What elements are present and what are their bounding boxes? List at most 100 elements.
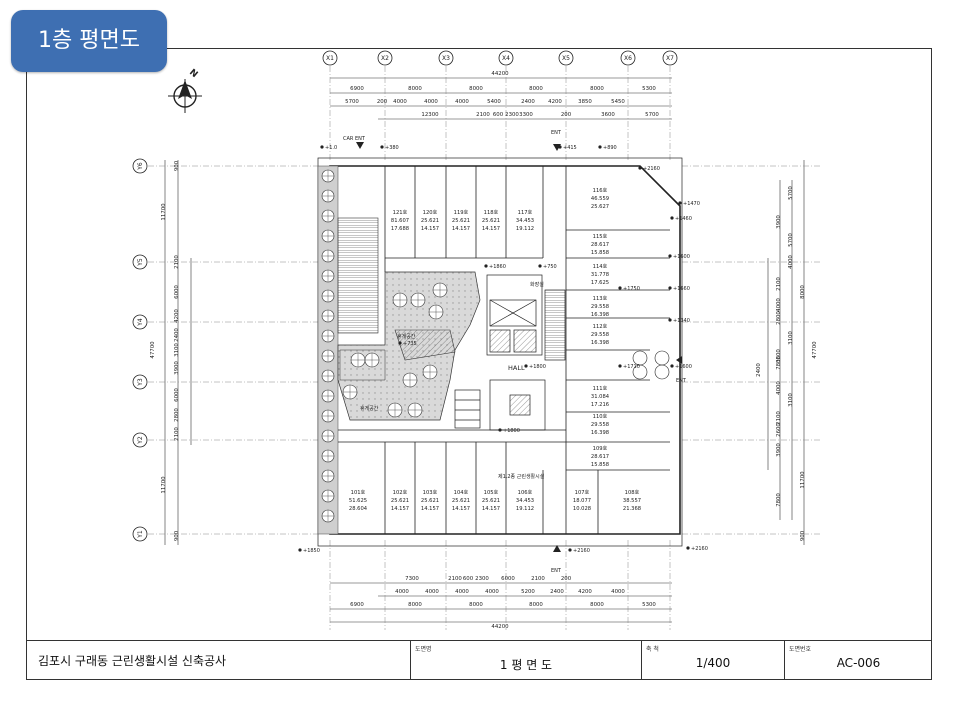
tree-icon: [321, 249, 335, 263]
level-marker: +735: [398, 341, 417, 347]
dim-left: 3100: [174, 343, 180, 357]
level-marker: +750: [538, 264, 557, 270]
svg-text:14.157: 14.157: [452, 506, 470, 512]
tree-icon: [321, 229, 335, 243]
dim-top-row3: 2100: [476, 112, 490, 118]
dim-left: 2400: [174, 328, 180, 342]
tree-icon: [428, 304, 444, 320]
svg-text:29.558: 29.558: [591, 304, 609, 310]
dim-right: 2600: [776, 423, 782, 437]
dim-right: 3600: [776, 349, 782, 363]
svg-text:25.621: 25.621: [421, 218, 439, 224]
dim-top-row3: 12300: [421, 112, 439, 118]
tree-icon: [402, 372, 418, 388]
svg-text:28.617: 28.617: [591, 454, 609, 460]
svg-text:101호: 101호: [351, 489, 366, 496]
dim-bottom-row3: 8000: [590, 602, 604, 608]
svg-text:17.625: 17.625: [591, 280, 609, 286]
dim-right: 2100: [776, 277, 782, 291]
title-block: 김포시 구래동 근린생활시설 신축공사 도면명 1 평 면 도 축 척 1/40…: [26, 640, 932, 680]
tree-icon: [321, 289, 335, 303]
level-marker: +890: [598, 145, 617, 151]
drawing-name: 1 평 면 도: [499, 658, 553, 672]
dim-left: 2100: [174, 427, 180, 441]
level-marker: +415: [558, 145, 577, 151]
tree-icon: [321, 449, 335, 463]
dim-top-row2: 4000: [393, 99, 407, 105]
svg-text:28.604: 28.604: [349, 506, 368, 512]
dim-left-total: 47700: [150, 341, 156, 359]
level-marker: +1800: [498, 428, 520, 434]
entrance-markers: [356, 142, 682, 552]
dim-left: 6000: [174, 388, 180, 402]
svg-text:15.858: 15.858: [591, 462, 609, 468]
tree-icon: [321, 269, 335, 283]
dim-top-row1: 5300: [642, 86, 656, 92]
svg-text:+1800: +1800: [503, 428, 520, 434]
dim-left: 900: [174, 530, 180, 541]
level-markers: +1.0+380+415+890+1470+1460+1600+1660+134…: [298, 145, 708, 554]
dim-top-row3: 3300: [519, 112, 533, 118]
tree-icon: [321, 409, 335, 423]
dim-bottom-row2: 4200: [578, 589, 592, 595]
dim-right: 4000: [788, 255, 794, 269]
dim-top-row2: 2400: [521, 99, 535, 105]
dim-left: 2800: [174, 408, 180, 422]
svg-text:N: N: [187, 68, 199, 81]
svg-text:14.157: 14.157: [482, 226, 500, 232]
tree-icon: [350, 352, 366, 368]
drawing-number-label: 도면번호: [789, 646, 812, 653]
dim-total-bottom: 44200: [491, 624, 509, 630]
svg-text:+2160: +2160: [691, 546, 708, 552]
svg-text:25.621: 25.621: [391, 498, 409, 504]
svg-text:38.557: 38.557: [623, 498, 641, 504]
svg-text:X3: X3: [442, 55, 450, 62]
svg-text:X6: X6: [624, 55, 632, 62]
dim-right-total: 47700: [812, 341, 818, 359]
dim-right: 2400: [756, 363, 762, 377]
tree-icon: [387, 402, 403, 418]
svg-text:+750: +750: [543, 264, 557, 270]
dim-top-row2: 3850: [578, 99, 592, 105]
drawing-sheet: [26, 48, 932, 680]
level-marker: +1660: [668, 286, 690, 292]
svg-text:16.398: 16.398: [591, 312, 609, 318]
tree-icon: [321, 369, 335, 383]
scale-label: 축 척: [646, 646, 659, 653]
svg-text:116호: 116호: [593, 187, 608, 194]
svg-text:104호: 104호: [454, 489, 469, 496]
svg-text:81.607: 81.607: [391, 218, 409, 224]
svg-text:119호: 119호: [454, 209, 469, 216]
dim-right: 3900: [776, 443, 782, 457]
svg-text:46.559: 46.559: [591, 196, 609, 202]
svg-text:Y6: Y6: [137, 162, 144, 171]
dim-bottom-row1: 6000: [501, 576, 515, 582]
svg-text:17.216: 17.216: [591, 402, 609, 408]
svg-text:X1: X1: [326, 55, 334, 62]
axis-bubble-y1: Y1: [132, 526, 148, 542]
dim-right: 8000: [800, 285, 806, 299]
svg-text:14.157: 14.157: [452, 226, 470, 232]
dim-top-row1: 8000: [529, 86, 543, 92]
dim-left: 4200: [174, 309, 180, 323]
tree-icon: [432, 282, 448, 298]
svg-text:Y1: Y1: [137, 530, 144, 539]
svg-text:21.368: 21.368: [623, 506, 641, 512]
svg-text:108호: 108호: [625, 489, 640, 496]
dim-right: 5700: [788, 233, 794, 247]
svg-text:14.157: 14.157: [421, 226, 439, 232]
dim-top-row2: 4200: [548, 99, 562, 105]
svg-text:+890: +890: [603, 145, 617, 151]
svg-text:107호: 107호: [575, 489, 590, 496]
tree-icon: [321, 189, 335, 203]
dim-top-row2: 4000: [455, 99, 469, 105]
svg-text:102호: 102호: [393, 489, 408, 496]
svg-text:110호: 110호: [593, 413, 608, 420]
